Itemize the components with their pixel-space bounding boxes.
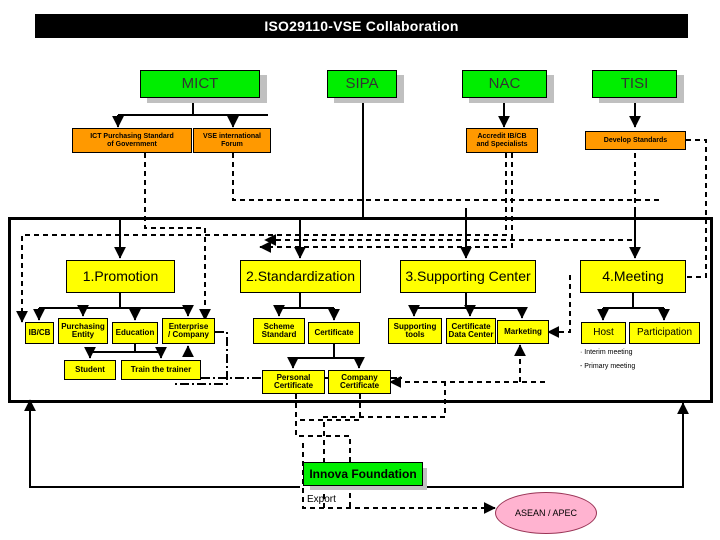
node-company-certificate-label: Company Certificate xyxy=(339,372,380,390)
node-education[interactable]: Education xyxy=(112,322,158,344)
node-certificate-data-center-label: Certificate Data Center xyxy=(448,321,494,339)
agency-sipa-label: SIPA xyxy=(345,75,379,93)
pillar-standardization-label: 2.Standardization xyxy=(246,268,355,285)
node-asean-apec-label: ASEAN / APEC xyxy=(514,508,578,518)
node-innova-foundation[interactable]: Innova Foundation xyxy=(303,462,423,486)
node-marketing-label: Marketing xyxy=(504,326,542,336)
pillar-meeting[interactable]: 4.Meeting xyxy=(580,260,686,293)
node-host[interactable]: Host xyxy=(581,322,626,344)
node-student-label: Student xyxy=(75,364,105,374)
node-personal-certificate-label: Personal Certificate xyxy=(273,372,314,390)
node-scheme-standard-label: Scheme Standard xyxy=(261,321,297,339)
task-develop-standards[interactable]: Develop Standards xyxy=(585,131,686,150)
pillar-meeting-label: 4.Meeting xyxy=(602,268,664,285)
node-certificate-data-center[interactable]: Certificate Data Center xyxy=(446,318,496,344)
node-asean-apec[interactable]: ASEAN / APEC xyxy=(495,492,597,534)
agency-nac-label: NAC xyxy=(488,75,521,93)
node-education-label: Education xyxy=(115,327,155,337)
node-train-the-trainer-label: Train the trainer xyxy=(130,364,192,374)
node-host-label: Host xyxy=(593,326,614,338)
task-vse-forum-label: VSE international Forum xyxy=(203,133,261,148)
agency-mict[interactable]: MICT xyxy=(140,70,260,98)
export-label: Export xyxy=(307,494,336,505)
agency-nac[interactable]: NAC xyxy=(462,70,547,98)
agency-sipa[interactable]: SIPA xyxy=(327,70,397,98)
node-certificate[interactable]: Certificate xyxy=(308,322,360,344)
pillar-supporting-center[interactable]: 3.Supporting Center xyxy=(400,260,536,293)
node-innova-foundation-label: Innova Foundation xyxy=(309,466,417,481)
node-enterprise-company-label: Enterprise / Company xyxy=(168,321,209,339)
pillar-standardization[interactable]: 2.Standardization xyxy=(240,260,361,293)
node-student[interactable]: Student xyxy=(64,360,116,380)
node-supporting-tools[interactable]: Supporting tools xyxy=(388,318,442,344)
agency-tisi-label: TISI xyxy=(620,75,649,93)
node-scheme-standard[interactable]: Scheme Standard xyxy=(253,318,305,344)
task-develop-standards-label: Develop Standards xyxy=(603,136,668,144)
node-purchasing-entity[interactable]: Purchasing Entity xyxy=(58,318,108,344)
node-certificate-label: Certificate xyxy=(314,327,354,337)
node-participation-label: Participation xyxy=(636,326,693,338)
node-ibcb-label: IB/CB xyxy=(28,327,51,337)
task-ict-purchasing[interactable]: ICT Purchasing Standard of Government xyxy=(72,128,192,153)
meeting-note-interim: · Interim meeting xyxy=(580,349,633,356)
pillar-supporting-center-label: 3.Supporting Center xyxy=(405,268,531,285)
agency-tisi[interactable]: TISI xyxy=(592,70,677,98)
task-accredit[interactable]: Accredit IB/CB and Specialists xyxy=(466,128,538,153)
task-ict-purchasing-label: ICT Purchasing Standard of Government xyxy=(90,133,174,148)
node-participation[interactable]: Participation xyxy=(629,322,700,344)
agency-mict-label: MICT xyxy=(181,75,219,93)
page-title: ISO29110-VSE Collaboration xyxy=(35,14,688,38)
meeting-note-primary: - Primary meeting xyxy=(580,363,636,370)
pillar-promotion[interactable]: 1.Promotion xyxy=(66,260,175,293)
node-company-certificate[interactable]: Company Certificate xyxy=(328,370,391,394)
node-personal-certificate[interactable]: Personal Certificate xyxy=(262,370,325,394)
node-enterprise-company[interactable]: Enterprise / Company xyxy=(162,318,215,344)
node-purchasing-entity-label: Purchasing Entity xyxy=(61,321,105,339)
task-vse-forum[interactable]: VSE international Forum xyxy=(193,128,271,153)
node-supporting-tools-label: Supporting tools xyxy=(393,321,437,339)
node-ibcb[interactable]: IB/CB xyxy=(25,322,54,344)
node-marketing[interactable]: Marketing xyxy=(497,320,549,344)
node-train-the-trainer[interactable]: Train the trainer xyxy=(121,360,201,380)
task-accredit-label: Accredit IB/CB and Specialists xyxy=(476,133,528,148)
pillar-promotion-label: 1.Promotion xyxy=(82,268,159,285)
